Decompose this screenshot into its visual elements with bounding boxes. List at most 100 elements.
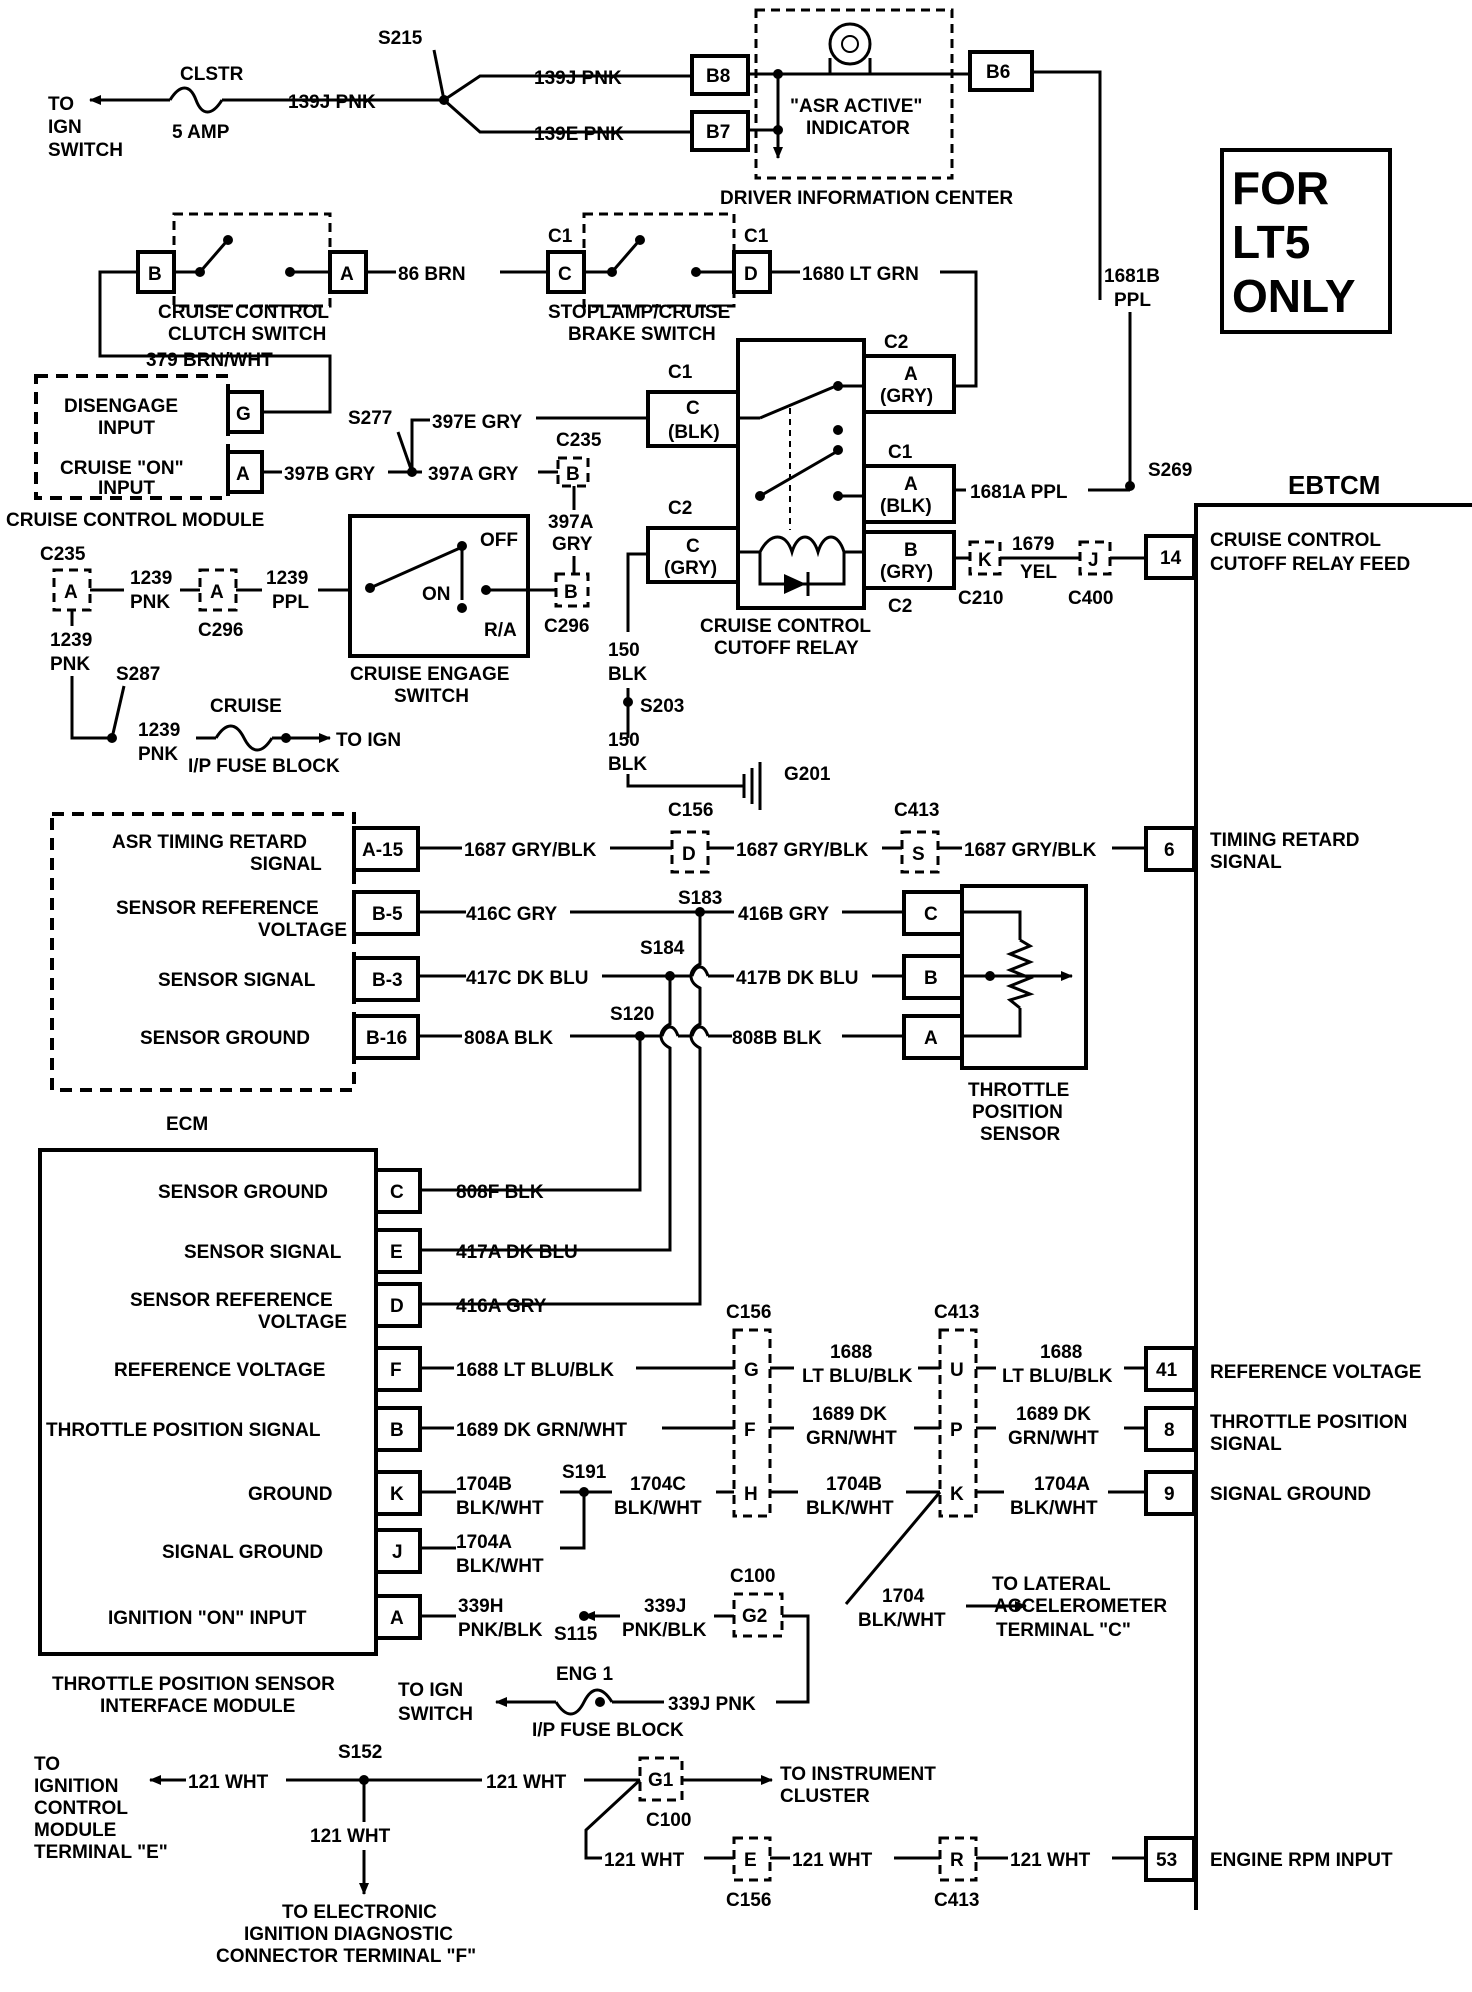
svg-text:D: D [744,264,758,285]
splice-s203-icon [623,697,633,707]
svg-text:S: S [912,844,925,865]
svg-text:A: A [904,364,918,385]
svg-text:CONTROL: CONTROL [34,1798,128,1819]
svg-text:S152: S152 [338,1742,382,1763]
ignition-feed: 339H PNK/BLK S115 339J PNK/BLK C100 G2 3… [398,1566,810,1741]
svg-text:CRUISE CONTROL: CRUISE CONTROL [700,616,871,637]
svg-text:SIGNAL GROUND: SIGNAL GROUND [162,1542,323,1563]
svg-text:PNK: PNK [130,592,170,613]
svg-text:C235: C235 [40,544,86,565]
svg-text:121 WHT: 121 WHT [604,1850,685,1871]
svg-text:K: K [950,1484,964,1505]
svg-text:B: B [148,264,162,285]
svg-text:THROTTLE POSITION SIGNAL: THROTTLE POSITION SIGNAL [46,1420,321,1441]
svg-text:(GRY): (GRY) [880,562,933,583]
svg-text:C: C [558,264,572,285]
svg-text:PNK/BLK: PNK/BLK [622,1620,707,1641]
svg-text:H: H [744,1484,758,1505]
svg-text:IGNITION "ON" INPUT: IGNITION "ON" INPUT [108,1608,307,1629]
svg-text:TO LATERAL: TO LATERAL [992,1574,1111,1595]
svg-text:REFERENCE VOLTAGE: REFERENCE VOLTAGE [114,1360,325,1381]
svg-text:LT BLU/BLK: LT BLU/BLK [802,1366,913,1387]
svg-text:SIGNAL: SIGNAL [1210,1434,1282,1455]
svg-text:I/P FUSE BLOCK: I/P FUSE BLOCK [532,1720,684,1741]
svg-text:1680 LT GRN: 1680 LT GRN [802,264,919,285]
svg-text:1689 DK: 1689 DK [1016,1404,1091,1425]
svg-text:R: R [950,1850,964,1871]
svg-text:1681A PPL: 1681A PPL [970,482,1068,503]
indicator-lamp-icon [828,22,872,66]
svg-text:808A BLK: 808A BLK [464,1028,553,1049]
svg-text:1687 GRY/BLK: 1687 GRY/BLK [736,840,869,861]
svg-text:1704A: 1704A [456,1532,512,1553]
svg-text:CRUISE CONTROL: CRUISE CONTROL [158,302,329,323]
svg-text:C413: C413 [894,800,939,821]
svg-text:R/A: R/A [484,620,517,641]
svg-text:F: F [744,1420,756,1441]
svg-text:397E GRY: 397E GRY [432,412,522,433]
svg-text:CRUISE CONTROL: CRUISE CONTROL [1210,530,1381,551]
svg-text:C413: C413 [934,1890,979,1911]
svg-text:CONNECTOR TERMINAL "F": CONNECTOR TERMINAL "F" [216,1946,476,1967]
svg-text:139E PNK: 139E PNK [534,124,624,145]
svg-text:SENSOR REFERENCE: SENSOR REFERENCE [116,898,319,919]
svg-text:GRN/WHT: GRN/WHT [806,1428,897,1449]
svg-text:CUTOFF RELAY: CUTOFF RELAY [714,638,859,659]
svg-text:SENSOR GROUND: SENSOR GROUND [140,1028,310,1049]
svg-text:808F BLK: 808F BLK [456,1182,544,1203]
svg-text:417B DK BLU: 417B DK BLU [736,968,858,989]
svg-text:E: E [390,1242,403,1263]
svg-text:J: J [1088,550,1099,571]
svg-text:A: A [904,474,918,495]
svg-text:CLSTR: CLSTR [180,64,244,85]
svg-text:BLK/WHT: BLK/WHT [456,1498,544,1519]
svg-text:PPL: PPL [1114,290,1151,311]
svg-text:C156: C156 [726,1890,771,1911]
svg-text:A: A [236,464,250,485]
diode-icon [784,574,806,594]
svg-text:379 BRN/WHT: 379 BRN/WHT [146,350,273,371]
svg-text:S191: S191 [562,1462,607,1483]
svg-text:C100: C100 [646,1810,691,1831]
svg-text:139J PNK: 139J PNK [288,92,376,113]
svg-text:CRUISE: CRUISE [210,696,282,717]
svg-text:BLK: BLK [608,664,647,685]
svg-text:397A GRY: 397A GRY [428,464,519,485]
svg-text:TO INSTRUMENT: TO INSTRUMENT [780,1764,936,1785]
cruise-engage-switch: C235 A 1239 PNK A C296 1239 PPL OFF ON R… [40,514,590,777]
svg-text:416B GRY: 416B GRY [738,904,829,925]
svg-text:EBTCM: EBTCM [1288,470,1380,500]
svg-text:DISENGAGE: DISENGAGE [64,396,178,417]
eng1-fuse-icon [554,1688,614,1716]
svg-text:(GRY): (GRY) [664,558,717,579]
svg-text:A: A [340,264,354,285]
svg-text:DRIVER INFORMATION CENTER: DRIVER INFORMATION CENTER [720,188,1013,209]
svg-text:S115: S115 [554,1624,598,1645]
tps-interface-module: THROTTLE POSITION SENSOR INTERFACE MODUL… [38,1148,734,1717]
throttle-position-sensor: C B A THROTTLE POSITION SENSOR [902,884,1088,1145]
svg-text:C: C [686,398,700,419]
svg-text:8: 8 [1164,1420,1175,1441]
svg-text:ENGINE RPM INPUT: ENGINE RPM INPUT [1210,1850,1393,1871]
svg-text:SENSOR SIGNAL: SENSOR SIGNAL [184,1242,342,1263]
svg-text:397B GRY: 397B GRY [284,464,375,485]
svg-text:B: B [390,1420,404,1441]
svg-text:BLK/WHT: BLK/WHT [806,1498,894,1519]
svg-text:REFERENCE VOLTAGE: REFERENCE VOLTAGE [1210,1362,1421,1383]
svg-text:121 WHT: 121 WHT [310,1826,391,1847]
svg-text:IGNITION DIAGNOSTIC: IGNITION DIAGNOSTIC [244,1924,453,1945]
svg-text:C2: C2 [888,596,912,617]
svg-text:1239: 1239 [266,568,308,589]
svg-text:SWITCH: SWITCH [394,686,469,707]
lt5-only-note: FOR LT5 ONLY [1220,148,1392,334]
svg-text:1704C: 1704C [630,1474,686,1495]
svg-text:C1: C1 [668,362,693,383]
svg-text:TIMING RETARD: TIMING RETARD [1210,830,1360,851]
ecm-wiring: 1687 GRY/BLK C156 D 1687 GRY/BLK C413 S … [418,800,1146,1306]
svg-text:1704B: 1704B [826,1474,882,1495]
svg-text:(BLK): (BLK) [668,422,720,443]
svg-text:S203: S203 [640,696,684,717]
svg-text:G2: G2 [742,1606,767,1627]
svg-text:A-15: A-15 [362,840,404,861]
svg-text:C210: C210 [958,588,1003,609]
